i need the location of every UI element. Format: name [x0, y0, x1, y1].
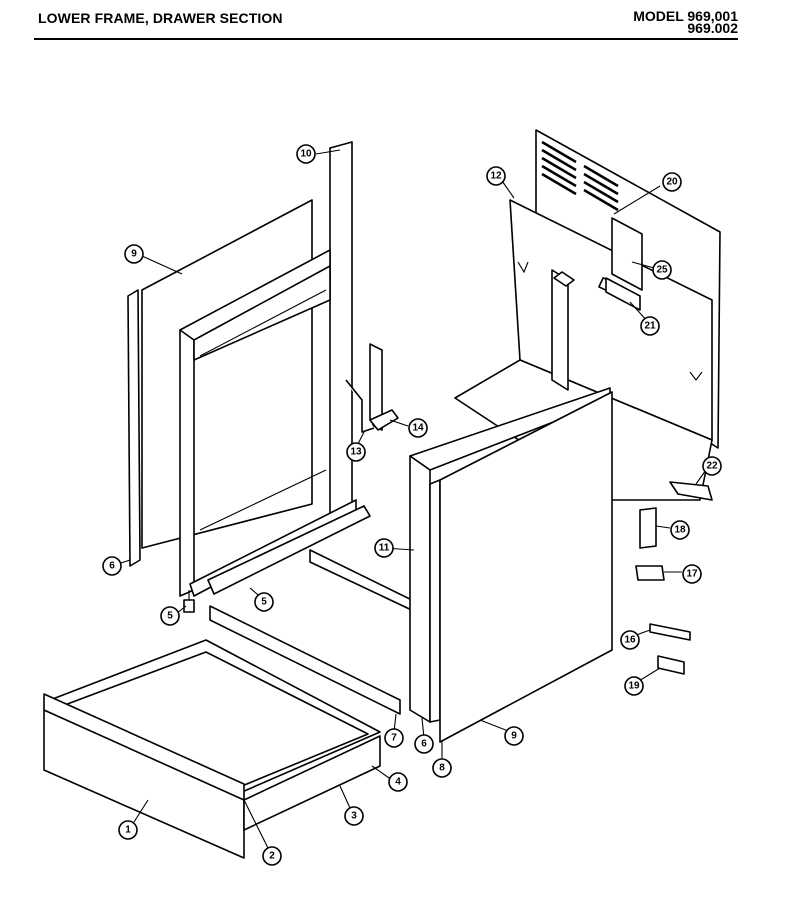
callout-13: 13	[346, 442, 366, 462]
callout-2: 2	[262, 846, 282, 866]
callout-21: 21	[640, 316, 660, 336]
callout-21-label: 21	[644, 321, 656, 332]
callout-6-left: 6	[102, 556, 122, 576]
callout-12-label: 12	[490, 171, 502, 182]
callout-19-label: 19	[628, 681, 640, 692]
callout-14-label: 14	[412, 423, 424, 434]
side-frame-part-10	[179, 141, 357, 597]
callout-22: 22	[702, 456, 722, 476]
callout-9-left: 9	[124, 244, 144, 264]
callout-12: 12	[486, 166, 506, 186]
callout-5-right: 5	[254, 592, 274, 612]
hinge-part-13-14	[345, 379, 399, 433]
callout-5-right-label: 5	[261, 597, 267, 608]
callout-17: 17	[682, 564, 702, 584]
bracket-part-18	[639, 507, 657, 549]
callout-22-label: 22	[706, 461, 718, 472]
callout-2-label: 2	[269, 851, 275, 862]
callout-6-left-label: 6	[109, 561, 115, 572]
callout-1-label: 1	[125, 825, 131, 836]
callouts: 1 2 3 4 5 5 6 6 7 8 9 9 10 11 12 13 14 1…	[102, 144, 722, 866]
callout-1: 1	[118, 820, 138, 840]
callout-8: 8	[432, 758, 452, 778]
callout-9-left-label: 9	[131, 249, 137, 260]
terminal-block-part-17	[635, 565, 665, 581]
callout-7: 7	[384, 728, 404, 748]
callout-3-label: 3	[351, 811, 357, 822]
model-number-line-2: 969.002	[687, 20, 738, 36]
bracket-part-25	[611, 217, 643, 291]
bracket-part-19	[657, 655, 685, 675]
model-number: MODEL 969,001 969.002	[633, 8, 738, 36]
callout-20: 20	[662, 172, 682, 192]
callout-5-left: 5	[160, 606, 180, 626]
callout-6-right-label: 6	[421, 739, 427, 750]
callout-16-label: 16	[624, 635, 636, 646]
right-side-panel-part-9	[439, 391, 613, 743]
callout-14: 14	[408, 418, 428, 438]
header-rule	[34, 38, 738, 40]
callout-20-label: 20	[666, 177, 678, 188]
callout-18: 18	[670, 520, 690, 540]
bracket-part-16	[649, 623, 691, 641]
leveler-part-6	[183, 590, 195, 613]
callout-5-left-label: 5	[167, 611, 173, 622]
callout-17-label: 17	[686, 569, 698, 580]
page-header: LOWER FRAME, DRAWER SECTION MODEL 969,00…	[0, 0, 800, 44]
callout-10: 10	[296, 144, 316, 164]
bracket-part-21	[605, 277, 641, 311]
callout-11-label: 11	[379, 543, 390, 554]
rear-uprights	[369, 269, 575, 431]
callout-3: 3	[344, 806, 364, 826]
trim-strip-part-8-left	[127, 289, 141, 567]
callout-16: 16	[620, 630, 640, 650]
callout-7-label: 7	[391, 733, 397, 744]
callout-6-right: 6	[414, 734, 434, 754]
callout-11: 11	[374, 538, 394, 558]
callout-25-label: 25	[656, 265, 668, 276]
drawer-part-1	[43, 639, 381, 859]
callout-8-label: 8	[439, 763, 445, 774]
callout-4: 4	[388, 772, 408, 792]
left-side-panel-part-9	[141, 199, 313, 549]
clip-part-22	[669, 481, 713, 501]
callout-13-label: 13	[350, 447, 362, 458]
callout-25: 25	[652, 260, 672, 280]
callout-4-label: 4	[395, 777, 401, 788]
model-number-line-1: MODEL 969,001	[633, 8, 738, 24]
drawer-rail-part-5	[207, 505, 371, 595]
callout-10-label: 10	[300, 149, 312, 160]
page-title: LOWER FRAME, DRAWER SECTION	[38, 10, 283, 26]
callout-9-right: 9	[504, 726, 524, 746]
callout-9-right-label: 9	[511, 731, 517, 742]
callout-18-label: 18	[674, 525, 686, 536]
callout-19: 19	[624, 676, 644, 696]
